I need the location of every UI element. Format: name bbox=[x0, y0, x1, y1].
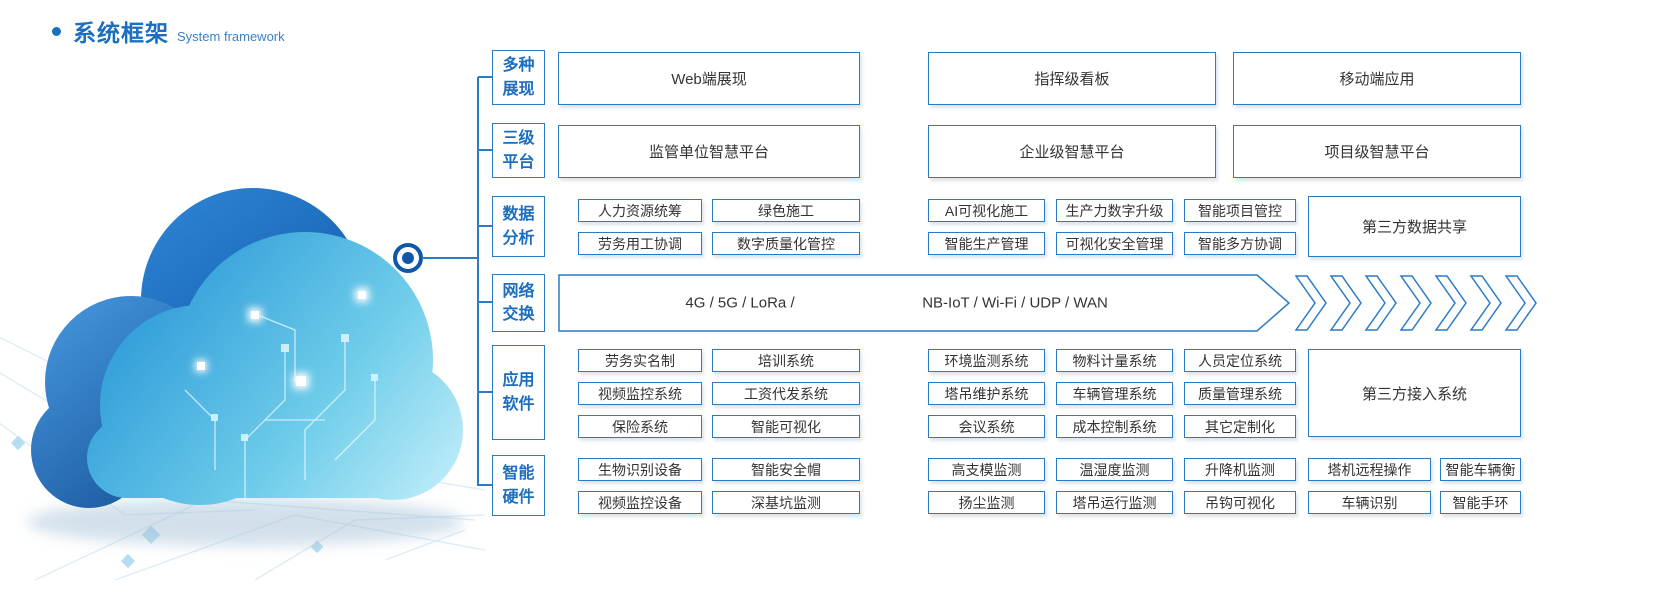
cell-regulator-platform: 监管单位智慧平台 bbox=[558, 125, 860, 178]
cell-smart-helmet: 智能安全帽 bbox=[712, 458, 860, 481]
cell-labor-coordination: 劳务用工协调 bbox=[578, 232, 702, 255]
connector-stub-5 bbox=[478, 391, 492, 393]
cell-towercrane-remote: 塔机远程操作 bbox=[1308, 458, 1431, 481]
page-title: 系统框架 System framework bbox=[52, 14, 285, 48]
cell-personnel-positioning: 人员定位系统 bbox=[1184, 349, 1296, 372]
cloud-illustration bbox=[0, 188, 485, 580]
cell-hoist-monitoring: 升降机监测 bbox=[1184, 458, 1296, 481]
category-hardware: 智能硬件 bbox=[492, 455, 545, 516]
category-display: 多种展现 bbox=[492, 50, 545, 105]
cell-insurance-system: 保险系统 bbox=[578, 415, 702, 438]
network-exchange-bar: 4G / 5G / LoRa / NB-IoT / Wi-Fi / UDP / … bbox=[558, 274, 1550, 332]
cell-video-surveillance-system: 视频监控系统 bbox=[578, 382, 702, 405]
cell-deep-pit-monitoring: 深基坑监测 bbox=[712, 491, 860, 514]
category-platform: 三级平台 bbox=[492, 123, 545, 178]
network-protocols-right: NB-IoT / Wi-Fi / UDP / WAN bbox=[922, 294, 1108, 312]
connector-stub-6 bbox=[478, 484, 492, 486]
cell-hook-visualization: 吊钩可视化 bbox=[1184, 491, 1296, 514]
network-protocols-left: 4G / 5G / LoRa / bbox=[685, 294, 795, 312]
network-arrow-shape bbox=[558, 274, 1537, 332]
cell-cost-control: 成本控制系统 bbox=[1056, 415, 1173, 438]
cell-training-system: 培训系统 bbox=[712, 349, 860, 372]
category-data-analysis: 数据分析 bbox=[492, 196, 545, 257]
connector-trunk bbox=[477, 77, 479, 486]
category-network: 网络交换 bbox=[492, 274, 545, 332]
cell-biometric-device: 生物识别设备 bbox=[578, 458, 702, 481]
bullet-icon bbox=[52, 26, 61, 36]
cell-formwork-monitoring: 高支模监测 bbox=[928, 458, 1045, 481]
cell-smart-visualization: 智能可视化 bbox=[712, 415, 860, 438]
cell-other-customization: 其它定制化 bbox=[1184, 415, 1296, 438]
cell-smart-weighbridge: 智能车辆衡 bbox=[1440, 458, 1521, 481]
cell-thirdparty-access-system: 第三方接入系统 bbox=[1308, 349, 1521, 437]
cell-video-surveillance-device: 视频监控设备 bbox=[578, 491, 702, 514]
cell-smart-production: 智能生产管理 bbox=[928, 232, 1045, 255]
cell-material-metering: 物料计量系统 bbox=[1056, 349, 1173, 372]
cell-temp-humidity-monitoring: 温湿度监测 bbox=[1056, 458, 1173, 481]
title-chinese: 系统框架 bbox=[73, 20, 169, 46]
cell-towercrane-maintenance: 塔吊维护系统 bbox=[928, 382, 1045, 405]
cell-command-board: 指挥级看板 bbox=[928, 52, 1216, 105]
title-english: System framework bbox=[177, 29, 285, 44]
cell-dust-monitoring: 扬尘监测 bbox=[928, 491, 1045, 514]
cell-smart-wristband: 智能手环 bbox=[1440, 491, 1521, 514]
category-software: 应用软件 bbox=[492, 345, 545, 440]
cell-payroll-system: 工资代发系统 bbox=[712, 382, 860, 405]
cell-hr-planning: 人力资源统筹 bbox=[578, 199, 702, 222]
cell-labor-realname: 劳务实名制 bbox=[578, 349, 702, 372]
flow-chevrons bbox=[1294, 275, 1537, 331]
cell-project-platform: 项目级智慧平台 bbox=[1233, 125, 1521, 178]
cell-green-construction: 绿色施工 bbox=[712, 199, 860, 222]
cell-quality-management: 质量管理系统 bbox=[1184, 382, 1296, 405]
cell-mobile-app: 移动端应用 bbox=[1233, 52, 1521, 105]
connector-stub-4 bbox=[478, 301, 492, 303]
connector-stub-2 bbox=[478, 149, 492, 151]
cell-vehicle-recognition: 车辆识别 bbox=[1308, 491, 1431, 514]
cell-digital-quality-control: 数字质量化管控 bbox=[712, 232, 860, 255]
cell-productivity-upgrade: 生产力数字升级 bbox=[1056, 199, 1173, 222]
cell-towercrane-operation-monitoring: 塔吊运行监测 bbox=[1056, 491, 1173, 514]
cell-visual-safety: 可视化安全管理 bbox=[1056, 232, 1173, 255]
cell-ai-visual-construction: AI可视化施工 bbox=[928, 199, 1045, 222]
cell-multiparty-coordination: 智能多方协调 bbox=[1184, 232, 1296, 255]
cell-smart-project-control: 智能项目管控 bbox=[1184, 199, 1296, 222]
connector-node-line bbox=[422, 257, 477, 259]
cell-thirdparty-data-sharing: 第三方数据共享 bbox=[1308, 196, 1521, 257]
cell-web-display: Web端展现 bbox=[558, 52, 860, 105]
cell-environment-monitoring: 环境监测系统 bbox=[928, 349, 1045, 372]
cell-enterprise-platform: 企业级智慧平台 bbox=[928, 125, 1216, 178]
connector-stub-3 bbox=[478, 225, 492, 227]
cell-vehicle-management: 车辆管理系统 bbox=[1056, 382, 1173, 405]
hub-node-icon bbox=[393, 243, 423, 273]
cell-meeting-system: 会议系统 bbox=[928, 415, 1045, 438]
connector-stub-1 bbox=[478, 76, 492, 78]
